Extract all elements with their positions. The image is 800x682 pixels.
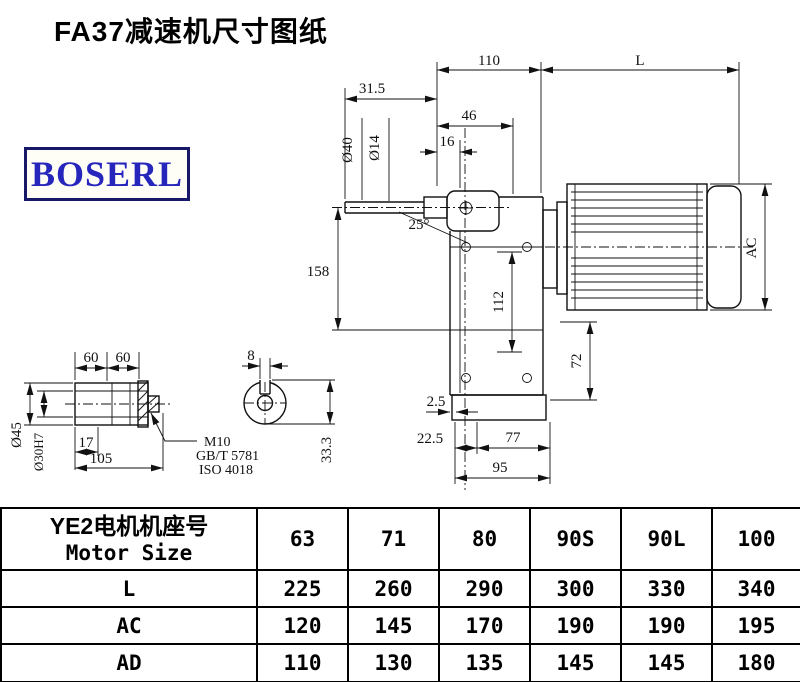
table-row-L: L 225 260 290 300 330 340: [0, 569, 800, 608]
label-iso-4018: ISO 4018: [199, 463, 253, 478]
table-cell: 260: [347, 569, 440, 608]
gearbox-outline: [344, 190, 547, 421]
table-row-AD: AD 110 130 135 145 145 180: [0, 643, 800, 682]
table-cell: 130: [347, 643, 440, 682]
table-cell: 135: [438, 643, 531, 682]
dim-105: 105: [90, 451, 113, 467]
dim-dia40: Ø40: [340, 137, 356, 163]
dim-22-5: 22.5: [417, 431, 443, 447]
dim-110: 110: [478, 53, 500, 69]
table-cell: 340: [711, 569, 800, 608]
dim-8: 8: [247, 348, 255, 364]
dim-112: 112: [491, 291, 507, 313]
table-cell: 190: [620, 606, 713, 645]
table-header-row: YE2电机机座号 Motor Size 63 71 80 90S 90L 100: [0, 507, 800, 571]
dim-L: L: [635, 53, 644, 69]
logo-text: BOSERL: [30, 154, 184, 194]
motor-size-header-cell: YE2电机机座号 Motor Size: [0, 507, 258, 571]
dim-dia45: Ø45: [9, 422, 25, 448]
column-header-90l: 90L: [620, 507, 713, 571]
label-gbt-5781: GB/T 5781: [196, 449, 259, 464]
column-header-63: 63: [256, 507, 349, 571]
table-cell: 330: [620, 569, 713, 608]
row-label-AD: AD: [0, 643, 258, 682]
dimension-lines-detail: [24, 352, 335, 472]
table-cell: 145: [620, 643, 713, 682]
table-cell: 145: [529, 643, 622, 682]
dim-angle-25: 25°: [409, 217, 430, 233]
column-header-90s: 90S: [529, 507, 622, 571]
center-lines: [332, 128, 753, 490]
table-cell: 170: [438, 606, 531, 645]
column-header-80: 80: [438, 507, 531, 571]
table-cell: 300: [529, 569, 622, 608]
table-cell: 120: [256, 606, 349, 645]
dim-17: 17: [79, 435, 95, 451]
table-cell: 190: [529, 606, 622, 645]
dim-2-5: 2.5: [427, 394, 446, 410]
dim-72: 72: [569, 354, 585, 369]
table-cell: 195: [711, 606, 800, 645]
keyway-section-detail: [243, 379, 287, 425]
column-header-71: 71: [347, 507, 440, 571]
dim-33-3: 33.3: [319, 437, 335, 463]
dim-AC: AC: [744, 238, 760, 259]
dim-95: 95: [493, 460, 508, 476]
dim-158: 158: [307, 264, 330, 280]
table-cell: 110: [256, 643, 349, 682]
dim-60-a: 60: [84, 350, 99, 366]
label-m10: M10: [204, 435, 230, 450]
shaft-detail: [65, 380, 170, 428]
table-cell: 290: [438, 569, 531, 608]
table-cell: 180: [711, 643, 800, 682]
table-cell: 145: [347, 606, 440, 645]
dimension-lines-top: [344, 62, 740, 201]
page-title: FA37减速机尺寸图纸: [54, 16, 328, 47]
dim-60-b: 60: [116, 350, 131, 366]
dim-16: 16: [440, 134, 456, 150]
header-cn: YE2电机机座号: [49, 513, 209, 540]
row-label-L: L: [0, 569, 258, 608]
dimension-lines-main: [332, 183, 772, 484]
column-header-100: 100: [711, 507, 800, 571]
table-row-AC: AC 120 145 170 190 190 195: [0, 606, 800, 645]
header-en: Motor Size: [65, 540, 193, 565]
dim-dia30h7: Ø30H7: [31, 432, 46, 471]
dim-77: 77: [506, 430, 522, 446]
dim-dia14: Ø14: [367, 135, 383, 161]
table-cell: 225: [256, 569, 349, 608]
boserl-logo: BOSERL: [24, 147, 190, 201]
motor-size-table: YE2电机机座号 Motor Size 63 71 80 90S 90L 100…: [0, 507, 800, 682]
dim-31-5: 31.5: [359, 81, 385, 97]
dimension-drawing: 110 L 31.5 46 16 Ø40 Ø14 25° 158 112 AC …: [9, 53, 772, 490]
dim-46: 46: [462, 108, 478, 124]
row-label-AC: AC: [0, 606, 258, 645]
